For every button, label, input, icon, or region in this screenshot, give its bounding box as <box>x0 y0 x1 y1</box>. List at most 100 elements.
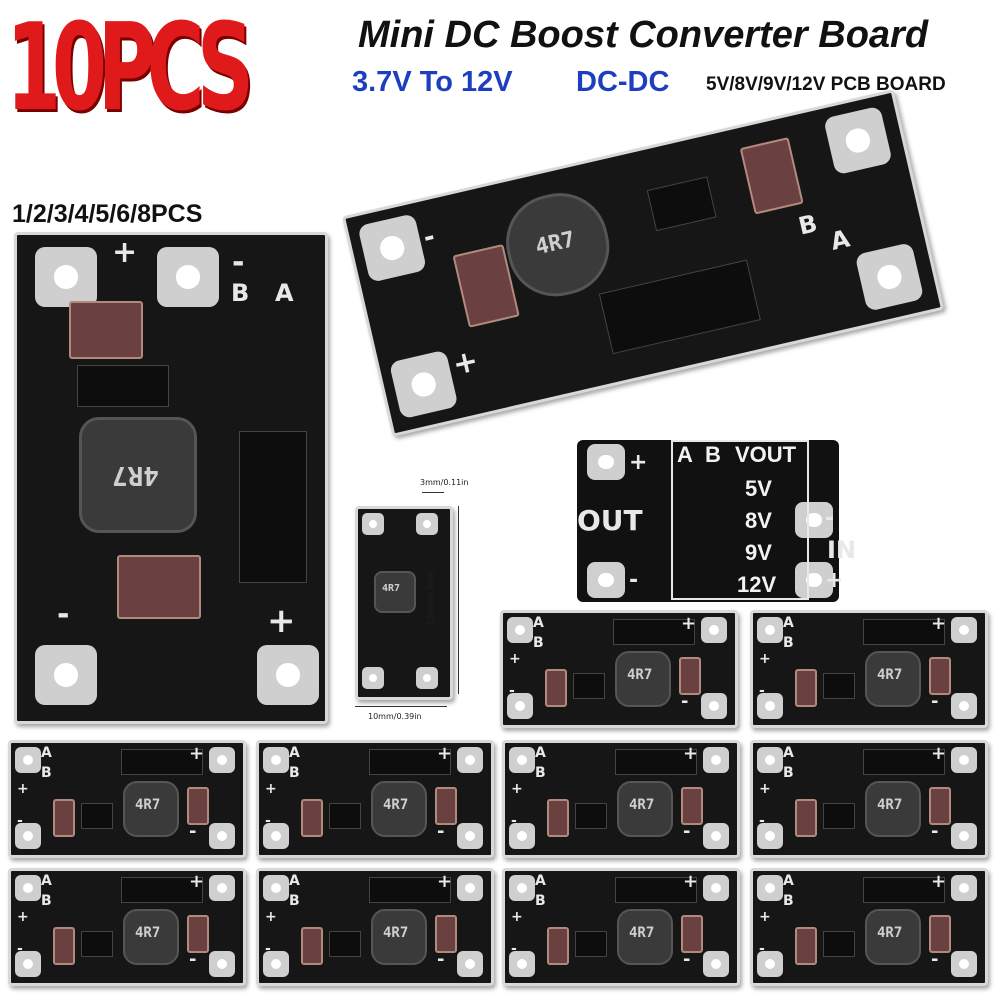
pad <box>257 645 319 705</box>
ic-chip <box>823 673 855 699</box>
pad <box>507 617 533 643</box>
silk-plus: + <box>759 781 771 797</box>
pad <box>509 951 535 977</box>
ic-chip <box>575 931 607 957</box>
pad <box>457 951 483 977</box>
pad <box>854 242 925 312</box>
pad <box>507 693 533 719</box>
inductor-code: 4R7 <box>135 797 161 813</box>
capacitor <box>435 787 457 825</box>
pad <box>703 747 729 773</box>
pad <box>509 747 535 773</box>
inductor-code: 4R7 <box>383 925 409 941</box>
pad <box>263 951 289 977</box>
pad <box>35 247 97 307</box>
product-headline: Mini DC Boost Converter Board <box>358 14 929 56</box>
pad <box>15 823 41 849</box>
schottky-diode <box>239 431 307 583</box>
inductor: 4R7 <box>79 417 197 533</box>
silk-jumper-a: A <box>275 279 294 307</box>
pad <box>757 951 783 977</box>
spec-table-panel: + - OUT IN - + A B VOUT 5V 8V 9V 12V <box>577 440 856 602</box>
capacitor <box>795 927 817 965</box>
inductor-code: 4R7 <box>533 227 578 261</box>
pad <box>509 823 535 849</box>
silk-plus: + <box>265 781 277 797</box>
silk-plus: + <box>189 871 205 892</box>
capacitor <box>681 787 703 825</box>
pad <box>951 617 977 643</box>
capacitor <box>53 799 75 837</box>
inductor: 4R7 <box>865 651 921 707</box>
capacitor <box>69 301 143 359</box>
pad <box>795 502 833 538</box>
silk-minus: - <box>437 821 445 842</box>
silk-minus: - <box>57 597 70 632</box>
silk-jumper-b: B <box>535 765 546 781</box>
schottky-diode <box>121 749 203 775</box>
header-a: A <box>677 442 693 467</box>
thickness-label: 3mm/0.11in <box>420 478 469 487</box>
silk-minus: - <box>509 683 515 699</box>
row-12v: 12V <box>737 572 777 597</box>
inductor: 4R7 <box>617 909 673 965</box>
inductor-code: 4R7 <box>383 797 409 813</box>
capacitor <box>929 657 951 695</box>
silk-jumper-a: A <box>535 873 546 889</box>
silk-jumper-a: A <box>41 873 52 889</box>
silk-plus: + <box>681 613 697 634</box>
pad <box>209 823 235 849</box>
silk-jumper-b: B <box>795 209 820 241</box>
pad <box>701 617 727 643</box>
pad <box>209 875 235 901</box>
silk-plus: + <box>629 450 648 475</box>
pad <box>457 875 483 901</box>
header-vout: VOUT <box>735 442 797 467</box>
ic-chip <box>81 931 113 957</box>
ic-chip <box>575 803 607 829</box>
inductor-code: 4R7 <box>877 667 903 683</box>
schottky-diode <box>598 259 761 355</box>
capacitor <box>679 657 701 695</box>
pcb-board-angled: 4R7 B A - + <box>341 89 945 437</box>
ic-chip <box>823 931 855 957</box>
inductor-code: 4R7 <box>877 797 903 813</box>
schottky-diode <box>863 877 945 903</box>
inductor-code: 4R7 <box>112 460 159 490</box>
pad <box>416 513 438 535</box>
pad <box>951 823 977 849</box>
out-label: OUT <box>577 504 643 537</box>
silk-minus: - <box>683 821 691 842</box>
pad <box>35 645 97 705</box>
silk-jumper-a: A <box>289 873 300 889</box>
silk-jumper-b: B <box>533 635 544 651</box>
inductor: 4R7 <box>615 651 671 707</box>
converter-type: DC-DC <box>576 66 670 98</box>
pad <box>209 951 235 977</box>
schottky-diode <box>369 749 451 775</box>
pad <box>703 875 729 901</box>
pad <box>357 213 427 283</box>
silk-jumper-a: A <box>827 224 853 256</box>
capacitor <box>739 137 804 215</box>
silk-minus: - <box>931 821 939 842</box>
silk-plus: + <box>511 909 523 925</box>
capacitor <box>187 915 209 953</box>
inductor: 4R7 <box>123 781 179 837</box>
capacitor <box>795 669 817 707</box>
silk-plus: + <box>683 743 699 764</box>
pad <box>587 562 625 598</box>
silk-minus: - <box>931 949 939 970</box>
inductor: 4R7 <box>371 909 427 965</box>
silk-minus: - <box>825 506 835 531</box>
silk-minus: - <box>189 821 197 842</box>
inductor: 4R7 <box>617 781 673 837</box>
pad <box>823 105 893 176</box>
ic-chip <box>646 176 717 232</box>
silk-minus: - <box>189 949 197 970</box>
